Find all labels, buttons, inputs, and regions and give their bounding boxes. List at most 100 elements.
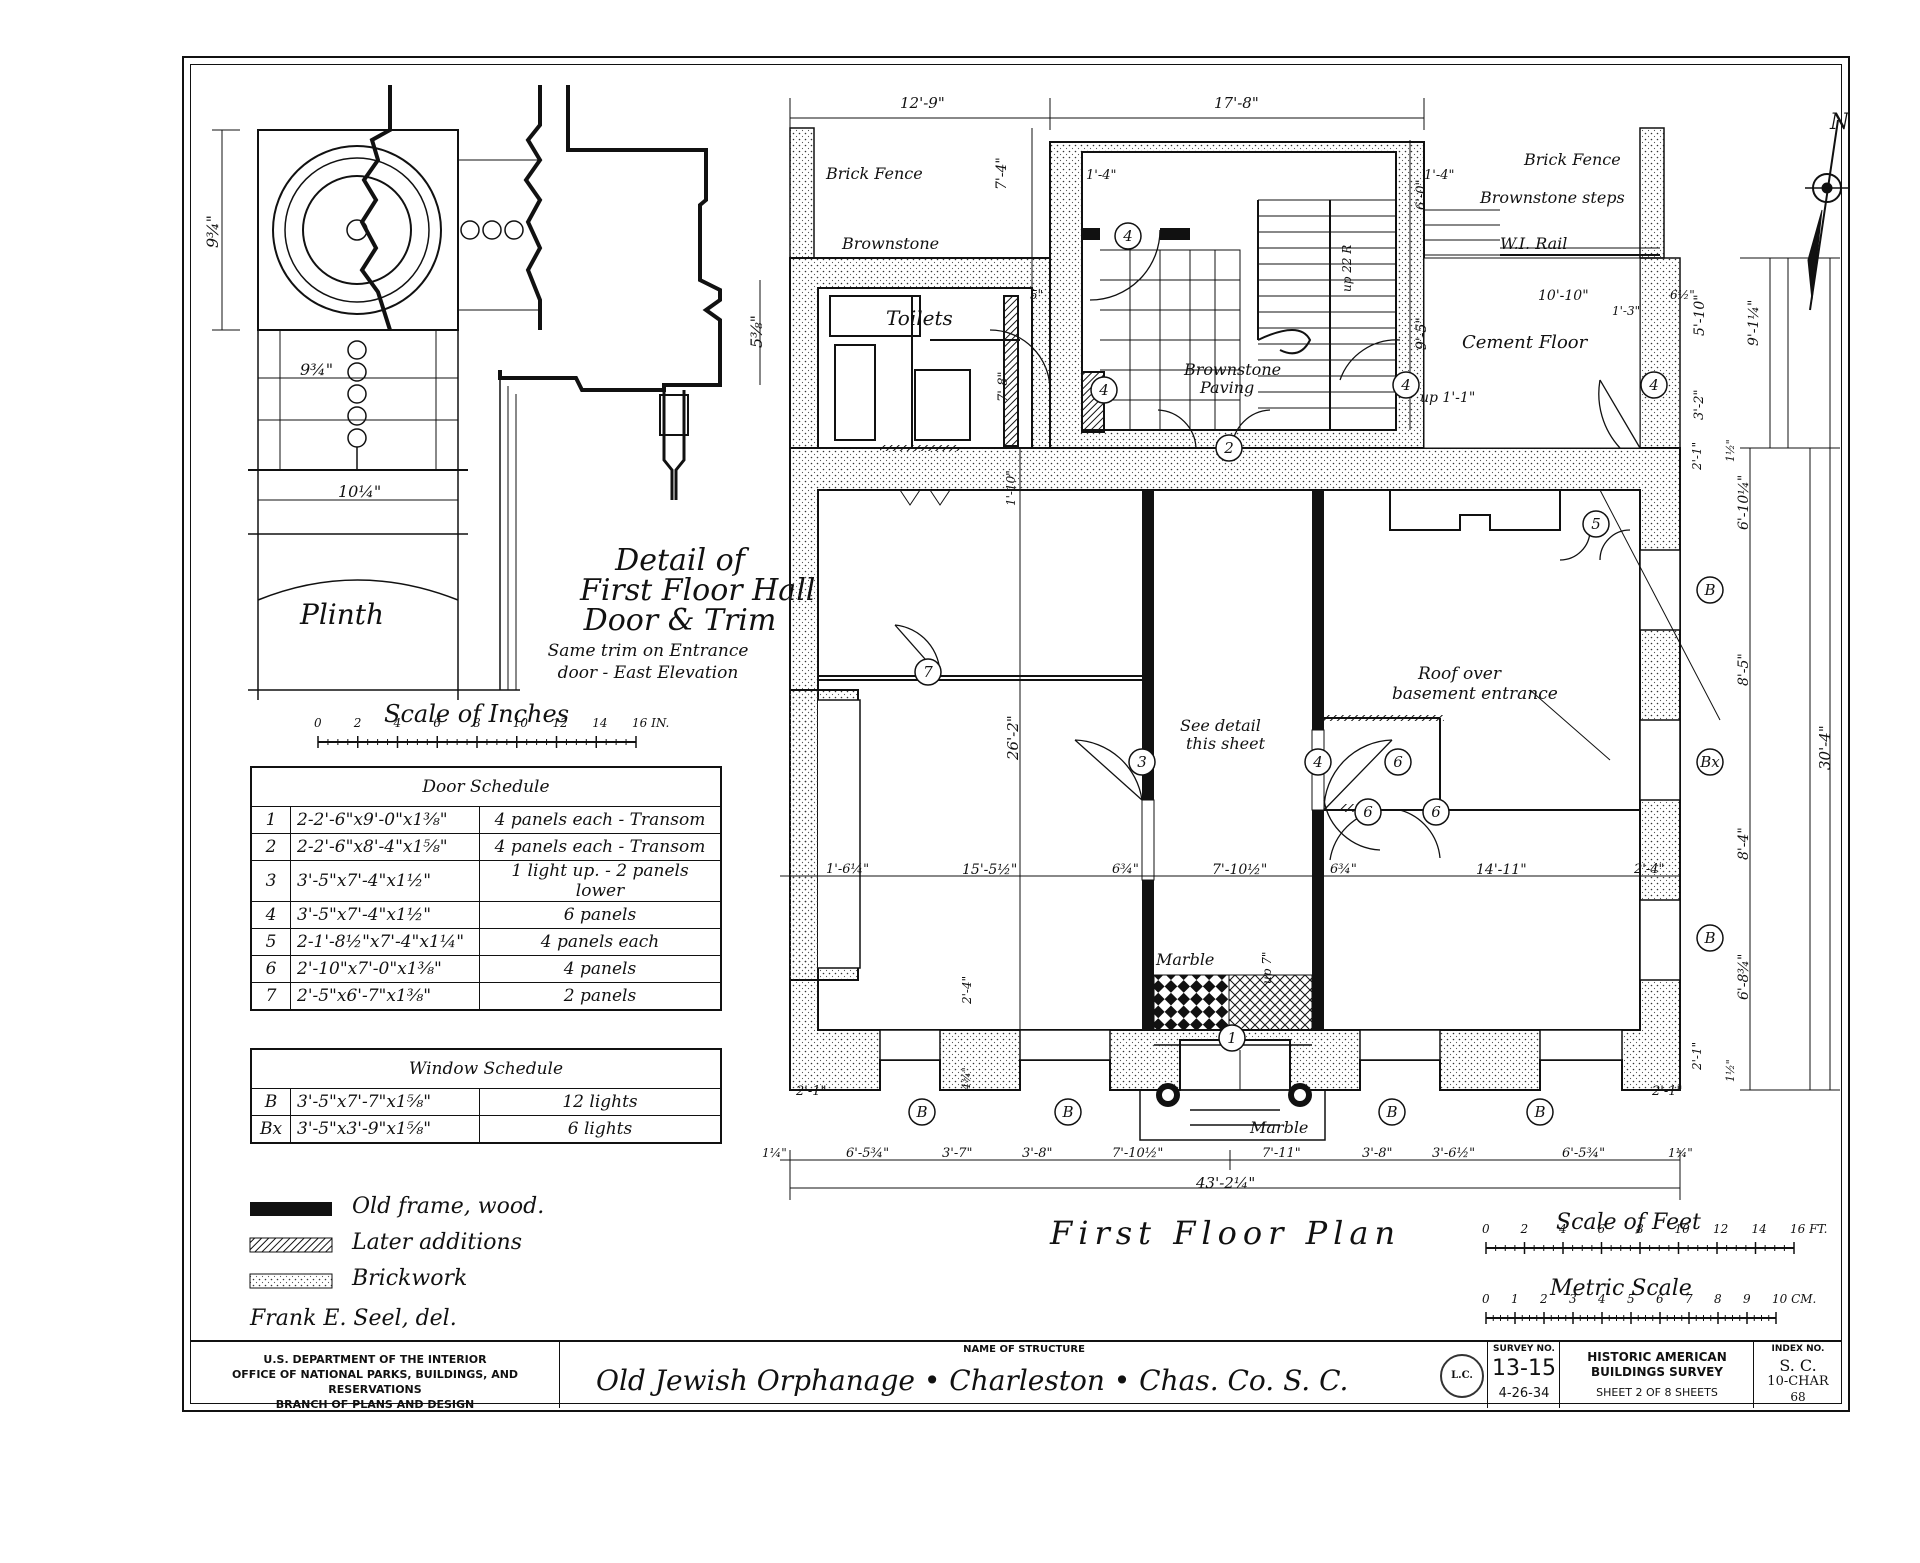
door-tag-circle — [1215, 434, 1243, 462]
window-schedule-n-cell: B — [250, 1088, 291, 1116]
scale-feet-label: 2 — [1520, 1222, 1529, 1236]
detail-drawing — [212, 85, 761, 700]
metric-scale-label: 4 — [1598, 1292, 1606, 1306]
detail-title-line-2: First Floor Hall — [580, 573, 816, 608]
legend-swatch-dots — [249, 1273, 333, 1289]
index-line-3: 68 — [1790, 1390, 1806, 1404]
window-tag-label: B — [1061, 1103, 1073, 1121]
window-tag-label: B — [1533, 1103, 1545, 1121]
dim-bot-e: 7'-10½" — [1112, 1146, 1164, 1161]
detail-title-line-3: Door & Trim — [583, 603, 777, 638]
scale-inches-label: 14 — [592, 716, 608, 730]
dim-bot-f: 7'-11" — [1262, 1146, 1301, 1161]
dim-bot-i: 6'-5¾" — [1562, 1146, 1606, 1161]
detail-dim-3: 5⅜" — [747, 314, 767, 349]
detail-dim-1: 9¾" — [203, 214, 223, 249]
door-tag-label: 4 — [1122, 227, 1133, 245]
scale-feet-label: 16 FT. — [1790, 1222, 1828, 1236]
door-tag-circle — [1392, 371, 1420, 399]
marble-label-1: Marble — [1156, 950, 1215, 969]
door-schedule-desc-cell: 4 panels — [479, 955, 722, 983]
door-schedule-n-cell: 2 — [250, 833, 291, 861]
brownstone-steps-label: Brownstone steps — [1480, 188, 1625, 207]
dim-7-8: 7'-8" — [996, 371, 1011, 403]
scale-feet-label: 8 — [1636, 1222, 1644, 1236]
window-tag-label: Bx — [1699, 753, 1720, 771]
sheet-border-inner — [190, 64, 1842, 1404]
dim-10-10: 10'-10" — [1538, 288, 1589, 304]
door-schedule-desc-cell: 4 panels each — [479, 928, 722, 956]
brick-fence-label-left: Brick Fence — [826, 164, 923, 183]
window-tag-label: B — [1703, 929, 1715, 947]
dim-row-b: 15'-5½" — [962, 862, 1018, 878]
title-block-index: INDEX NO. S. C. 10-CHAR 68 — [1754, 1342, 1842, 1408]
legend-label-later-additions: Later additions — [352, 1230, 522, 1255]
scale-inches-label: 10 — [512, 716, 529, 730]
north-label: N — [1830, 110, 1850, 135]
window-tag-circle — [1054, 1098, 1082, 1126]
dim-2-1b: 2'-1" — [1690, 1041, 1704, 1070]
up-label: up 1'-1" — [1420, 390, 1476, 406]
detail-title: Detail of First Floor Hall Door & Trim — [580, 543, 816, 638]
detail-title-line-1: Detail of — [615, 543, 745, 578]
metric-scale-label: 10 CM. — [1772, 1292, 1817, 1306]
door-schedule-n-cell: 5 — [250, 928, 291, 956]
index-line-1: S. C. — [1779, 1356, 1817, 1375]
dim-bot-g: 3'-8" — [1362, 1146, 1393, 1161]
legend-label-brickwork: Brickwork — [352, 1266, 468, 1291]
dim-bot-j: 1¼" — [1668, 1146, 1693, 1160]
dept-line-1: U.S. DEPARTMENT OF THE INTERIOR — [263, 1353, 487, 1366]
metric-scale-label: 1 — [1511, 1292, 1519, 1306]
door-tag-label: 5 — [1591, 515, 1601, 533]
door-tag-label: 4 — [1098, 381, 1109, 399]
title-block: U.S. DEPARTMENT OF THE INTERIOR OFFICE O… — [190, 1340, 1842, 1411]
scale-inches-title: Scale of Inches — [384, 700, 570, 728]
metric-scale-label: 3 — [1569, 1292, 1577, 1306]
dim-bot-b: 6'-5¾" — [846, 1146, 890, 1161]
front-steps — [1139, 1044, 1326, 1141]
survey-date: 4-26-34 — [1498, 1386, 1550, 1401]
dim-8-5: 8'-5" — [1736, 653, 1752, 686]
door-tag-circle — [1640, 371, 1668, 399]
window-schedule-title: Window Schedule — [250, 1048, 722, 1089]
window-tag-circle — [1696, 924, 1724, 952]
door-tag-label: 3 — [1137, 753, 1147, 771]
dim-30-4: 30'-4" — [1816, 725, 1834, 770]
toilets-stalls — [829, 295, 1105, 451]
door-tag-label: 4 — [1648, 376, 1659, 394]
stair-treads — [1257, 199, 1396, 430]
dim-bot-d: 3'-8" — [1022, 1146, 1053, 1161]
window-schedule-desc-cell: 6 lights — [479, 1115, 722, 1144]
window-tag-label: B — [1703, 581, 1715, 599]
door-schedule-desc-cell: 2 panels — [479, 982, 722, 1011]
dim-4-3: 4¾" — [960, 1067, 973, 1090]
dim-overall: 43'-2¼" — [1196, 1174, 1256, 1192]
window-schedule-n-cell: Bx — [250, 1115, 291, 1144]
dim-2-4: 2'-4" — [960, 975, 974, 1004]
plan-title: First Floor Plan — [1050, 1214, 1402, 1252]
toilets-label: Toilets — [886, 306, 953, 330]
title-block-dept: U.S. DEPARTMENT OF THE INTERIOR OFFICE O… — [190, 1342, 560, 1411]
brownstone-steps — [1424, 209, 1660, 256]
legend-label-old-frame: Old frame, wood. — [352, 1194, 545, 1219]
door-schedule-desc-cell: 4 panels each - Transom — [479, 833, 722, 861]
door-tag-label: 4 — [1312, 753, 1323, 771]
detail-note-line-1: Same trim on Entrance — [547, 641, 749, 661]
door-schedule-n-cell: 4 — [250, 901, 291, 929]
dim-6-0: 6'-0" — [1414, 179, 1429, 211]
dim-6-10: 6'-10¼" — [1736, 474, 1752, 530]
door-schedule-n-cell: 1 — [250, 806, 291, 834]
door-schedule-size-cell: 2'-5"x6'-7"x1⅜" — [290, 982, 480, 1011]
door-tag-label: 2 — [1223, 439, 1234, 457]
door-tag-circle — [1218, 1024, 1246, 1052]
index-line-2: 10-CHAR — [1767, 1374, 1829, 1389]
dimension-lines — [780, 98, 1840, 1200]
title-block-habs: HISTORIC AMERICAN BUILDINGS SURVEY SHEET… — [1560, 1342, 1754, 1408]
dim-top-a: 12'-9" — [900, 94, 945, 112]
dim-5-10: 5'-10" — [1692, 294, 1708, 336]
